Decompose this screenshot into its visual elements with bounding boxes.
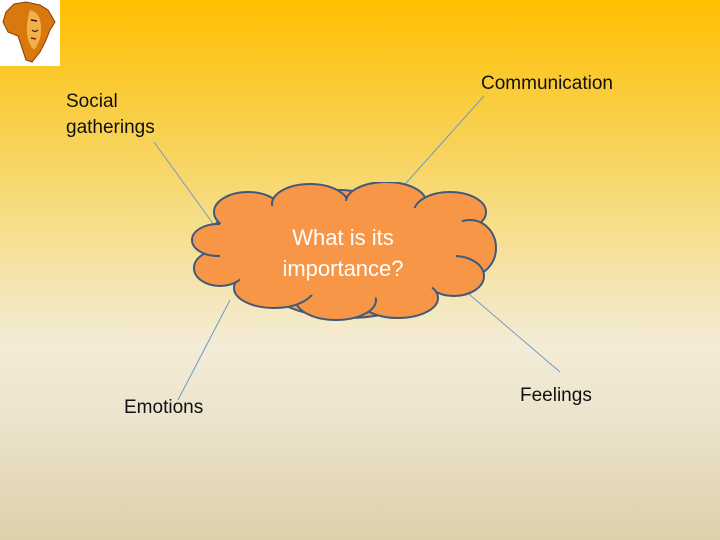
node-social-line1: Social bbox=[66, 91, 118, 112]
central-question: What is its importance? bbox=[198, 222, 488, 284]
connector-feelings bbox=[455, 282, 561, 373]
connector-emotions bbox=[177, 299, 231, 401]
node-emotions: Emotions bbox=[124, 397, 204, 418]
central-question-line1: What is its bbox=[292, 225, 394, 250]
node-social-line2: gatherings bbox=[66, 117, 155, 138]
central-question-line2: importance? bbox=[282, 256, 404, 281]
node-communication: Communication bbox=[481, 73, 613, 94]
africa-logo-icon bbox=[0, 0, 60, 66]
connector-social bbox=[153, 141, 215, 226]
node-feelings: Feelings bbox=[520, 385, 592, 406]
node-social-gatherings: Social gatherings bbox=[66, 89, 155, 141]
center-cloud: What is its importance? bbox=[188, 182, 500, 324]
connector-communication bbox=[397, 95, 485, 193]
